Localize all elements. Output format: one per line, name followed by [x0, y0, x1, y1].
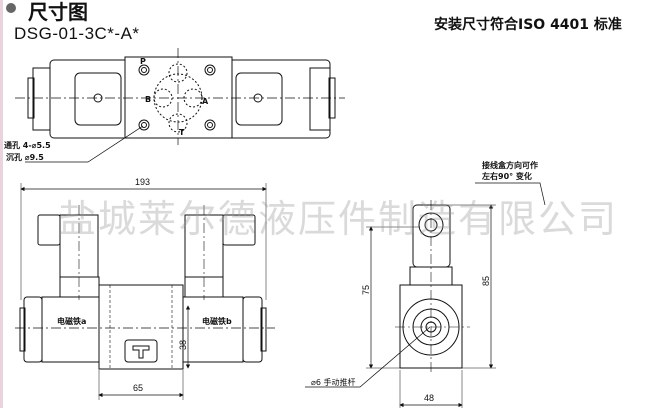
manual-push-note: ⌀6 手动推杆: [311, 378, 356, 387]
dim-75: 75: [361, 284, 372, 296]
port-b-label: B: [145, 95, 152, 104]
through-hole-note: 通孔 4-⌀5.5: [4, 141, 51, 150]
page-title: 尺寸图: [28, 0, 88, 24]
port-a-label: A: [202, 97, 209, 106]
dim-center: 65: [133, 383, 144, 393]
watermark: 盐城莱尔德液压件制造有限公司: [58, 197, 619, 241]
front-view: [15, 183, 275, 400]
side-view: [305, 182, 546, 408]
dim-48: 48: [424, 393, 435, 403]
standard-note: 安装尺寸符合ISO 4401 标准: [434, 17, 622, 33]
dim-height: 38: [178, 339, 189, 351]
model-number: DSG-01-3C*-A*: [14, 24, 140, 43]
page-border: [0, 0, 3, 408]
solenoid-b-label: 电磁铁b: [202, 317, 232, 326]
counterbore-note: 沉孔 ⌀9.5: [6, 153, 44, 162]
bolt-holes: [138, 64, 216, 131]
port-t-label: T: [179, 128, 185, 137]
dim-85: 85: [481, 275, 492, 287]
connector-note-line1: 接线盒方向可作: [482, 161, 538, 170]
solenoid-a-label: 电磁铁a: [57, 317, 87, 326]
top-view: [15, 48, 345, 163]
dim-length: 193: [135, 177, 151, 187]
connector-note-line2: 左右90° 变化: [482, 172, 532, 181]
port-p-label: P: [140, 57, 146, 66]
bullet-icon: [6, 3, 16, 13]
